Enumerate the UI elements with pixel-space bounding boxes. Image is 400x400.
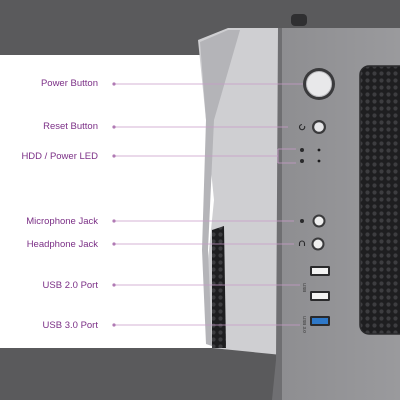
usb3-port[interactable] — [310, 316, 330, 326]
label-usb2-port: USB 2.0 Port — [42, 280, 98, 291]
usb2-port-bottom[interactable] — [310, 291, 330, 301]
headphone-icon — [298, 240, 306, 246]
usb2-port-top[interactable] — [310, 266, 330, 276]
microphone-jack[interactable] — [312, 214, 326, 228]
label-usb3-port: USB 3.0 Port — [42, 320, 98, 331]
top-knob — [291, 14, 307, 26]
label-panel — [0, 55, 240, 348]
power-button[interactable] — [303, 68, 335, 100]
mesh-panel — [359, 65, 400, 335]
reset-icon — [298, 123, 306, 131]
leader-lines — [114, 83, 304, 326]
led-indicator-icon — [300, 148, 304, 163]
label-microphone-jack: Microphone Jack — [26, 216, 98, 227]
usb3-marking: USB 3.0 — [302, 316, 307, 333]
microphone-icon — [300, 219, 304, 223]
label-hdd-power-led: HDD / Power LED — [21, 151, 98, 162]
reset-button[interactable] — [312, 120, 326, 134]
label-reset-button: Reset Button — [43, 121, 98, 132]
headphone-jack[interactable] — [311, 237, 325, 251]
led-lights — [317, 148, 321, 163]
label-headphone-jack: Headphone Jack — [26, 239, 98, 250]
label-power-button: Power Button — [40, 78, 98, 89]
usb2-marking: USB — [302, 283, 307, 292]
